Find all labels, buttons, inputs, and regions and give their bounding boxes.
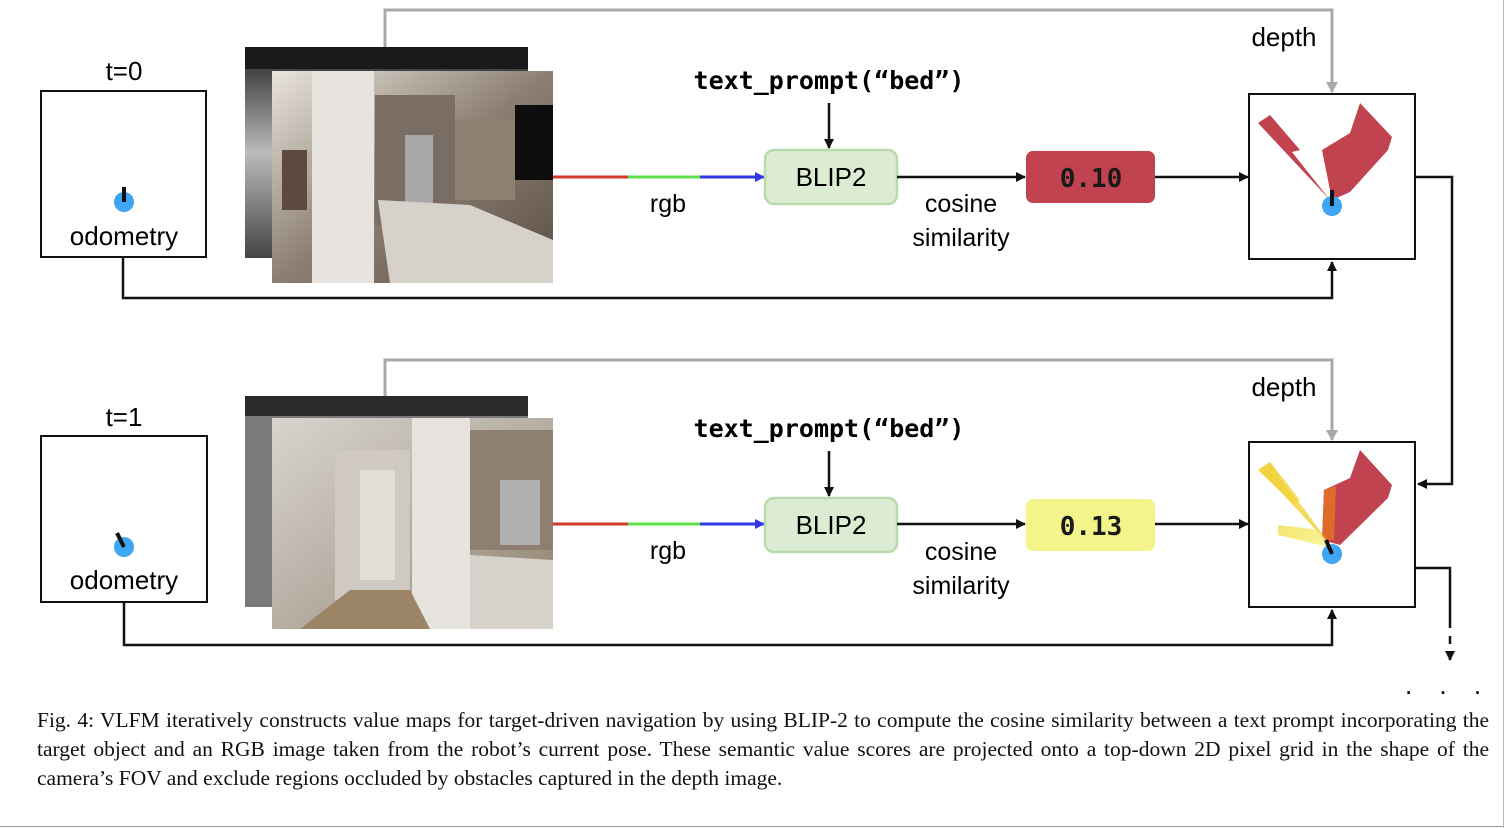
robot-icon — [114, 187, 134, 212]
value-map-box — [1248, 93, 1416, 260]
value-map-fov — [1258, 103, 1392, 200]
similarity-label: similarity — [912, 224, 1010, 252]
blip2-label: BLIP2 — [796, 510, 867, 540]
odometry-box — [40, 90, 207, 258]
cosine-label: cosine — [925, 538, 997, 566]
cosine-label: cosine — [925, 190, 997, 218]
similarity-label: similarity — [912, 572, 1010, 600]
score-box — [1026, 151, 1155, 203]
value-map-fov — [1258, 450, 1392, 548]
depth-label: depth — [1251, 22, 1316, 52]
rgb-image — [272, 71, 553, 283]
figure-caption: Fig. 4: VLFM iteratively constructs valu… — [37, 708, 1489, 790]
robot-icon — [1322, 539, 1342, 564]
rgb-label: rgb — [650, 537, 686, 565]
depth-label: depth — [1251, 372, 1316, 402]
time-label: t=1 — [106, 402, 143, 432]
odometry-label: odometry — [70, 565, 178, 595]
score-value: 0.13 — [1060, 512, 1123, 542]
diagram: t=0 odometry rgb text_prompt(“bed”) — [40, 8, 1491, 700]
robot-icon — [1322, 190, 1342, 216]
text-prompt: text_prompt(“bed”) — [694, 414, 965, 443]
bottom-border — [0, 826, 1504, 827]
row-t0: t=0 odometry rgb text_prompt(“bed”) — [40, 8, 1416, 300]
odometry-label: odometry — [70, 221, 178, 251]
text-prompt: text_prompt(“bed”) — [694, 66, 965, 95]
score-box — [1026, 499, 1155, 551]
row-t1: t=1 odometry rgb text_prompt(“bed”) — [40, 358, 1416, 647]
time-label: t=0 — [106, 56, 143, 86]
score-value: 0.10 — [1060, 164, 1123, 194]
rgb-image — [272, 418, 553, 629]
continuation-dots: . . . — [1405, 670, 1491, 700]
robot-icon — [114, 532, 134, 557]
blip2-label: BLIP2 — [796, 162, 867, 192]
rgb-label: rgb — [650, 190, 686, 218]
